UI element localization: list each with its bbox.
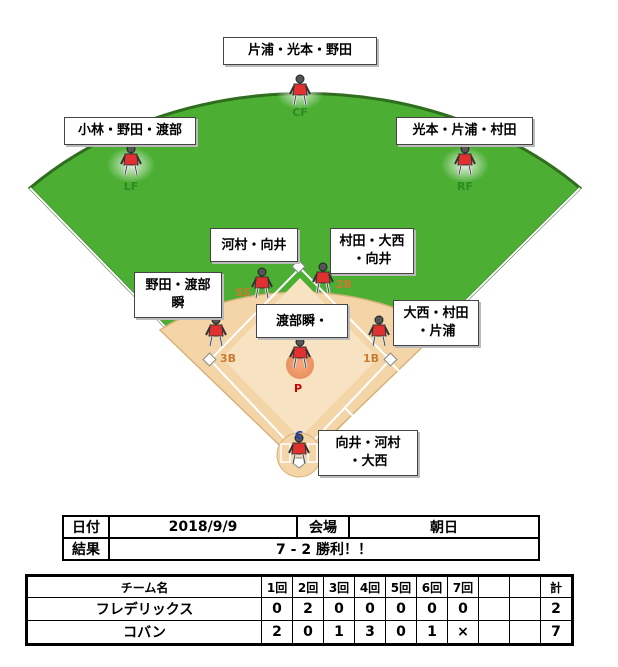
inning-score: 2	[261, 620, 294, 644]
rf-players-box: 光本・片浦・村田	[396, 117, 533, 145]
2b-players-line1: 村田・大西	[339, 234, 405, 249]
baseball-field: CF LF RF SS 2B 3B 1B P C	[27, 73, 583, 478]
ss-position-label: SS	[235, 286, 250, 299]
second-base	[291, 259, 306, 274]
inning-score	[477, 620, 510, 644]
inning-score	[508, 597, 541, 621]
p-position-label: P	[294, 382, 302, 395]
lf-players: 小林・野田・渡部	[77, 123, 182, 138]
rf-players: 光本・片浦・村田	[412, 123, 517, 138]
date-label: 日付	[62, 515, 110, 539]
team-name: フレデリックス	[26, 597, 263, 621]
inning-score: 3	[354, 620, 386, 644]
c-position-label: C	[295, 429, 303, 442]
inning-score: 0	[446, 597, 479, 621]
team-total: 7	[539, 620, 573, 644]
venue-value: 朝日	[348, 515, 540, 539]
team-name: コバン	[26, 620, 263, 644]
scoreboard-row-team-2: コバン 2 0 1 3 0 1 × 7	[26, 620, 573, 644]
1b-position-label: 1B	[363, 352, 379, 365]
3b-players-box: 野田・渡部 瞬	[134, 272, 222, 318]
header-total: 計	[539, 576, 573, 598]
3b-position-label: 3B	[220, 352, 236, 365]
ss-players: 河村・向井	[221, 238, 287, 253]
header-inning-2: 2回	[292, 576, 325, 598]
inning-score: 0	[292, 620, 325, 644]
inning-score: 0	[384, 620, 417, 644]
header-inning-3: 3回	[323, 576, 355, 598]
c-players-line1: 向井・河村	[335, 436, 401, 451]
inning-score: 2	[292, 597, 325, 621]
rf-position-label: RF	[457, 180, 473, 193]
3b-players-line1: 野田・渡部	[145, 278, 211, 293]
2b-players-box: 村田・大西 ・向井	[330, 228, 414, 274]
header-blank-2	[508, 576, 541, 598]
third-base	[202, 352, 217, 367]
p-players-box: 渡部瞬・	[256, 304, 348, 338]
header-inning-1: 1回	[261, 576, 294, 598]
cf-position-label: CF	[292, 106, 308, 119]
header-team: チーム名	[26, 576, 263, 598]
inning-score: 0	[261, 597, 294, 621]
scoreboard-header-row: チーム名 1回 2回 3回 4回 5回 6回 7回 計	[26, 576, 573, 598]
header-blank-1	[477, 576, 510, 598]
venue-label: 会場	[296, 515, 350, 539]
scoreboard-row-team-1: フレデリックス 0 2 0 0 0 0 0 2	[26, 597, 573, 621]
result-value: 7 - 2 勝利！！	[108, 537, 540, 561]
first-base	[383, 352, 398, 367]
cf-players-box: 片浦・光本・野田	[223, 37, 377, 65]
team-total: 2	[539, 597, 573, 621]
result-label: 結果	[62, 537, 110, 561]
1b-players-line1: 大西・村田	[403, 306, 469, 321]
cf-players: 片浦・光本・野田	[247, 43, 352, 58]
scoreboard-table: チーム名 1回 2回 3回 4回 5回 6回 7回 計 フレデリックス 0 2 …	[25, 574, 574, 646]
date-value: 2018/9/9	[108, 515, 298, 539]
inning-score: ×	[446, 620, 479, 644]
inning-score: 0	[354, 597, 386, 621]
game-info-row-date: 日付 2018/9/9 会場 朝日	[62, 515, 540, 539]
game-info-row-result: 結果 7 - 2 勝利！！	[62, 537, 540, 561]
inning-score	[508, 620, 541, 644]
lf-players-box: 小林・野田・渡部	[64, 117, 196, 145]
inning-score: 0	[323, 597, 355, 621]
inning-score: 1	[415, 620, 448, 644]
header-inning-7: 7回	[446, 576, 479, 598]
p-players: 渡部瞬・	[275, 314, 328, 329]
ss-players-box: 河村・向井	[210, 228, 298, 262]
header-inning-4: 4回	[354, 576, 386, 598]
lf-position-label: LF	[124, 180, 139, 193]
inning-score	[477, 597, 510, 621]
3b-players-line2: 瞬	[171, 296, 185, 311]
c-players-box: 向井・河村 ・大西	[318, 430, 418, 476]
first-base-running-lane	[344, 361, 402, 420]
2b-players-line2: ・向井	[352, 252, 392, 267]
header-inning-5: 5回	[384, 576, 417, 598]
inning-score: 1	[323, 620, 355, 644]
game-info-table: 日付 2018/9/9 会場 朝日 結果 7 - 2 勝利！！	[62, 515, 540, 561]
c-players-line2: ・大西	[348, 454, 388, 469]
inning-score: 0	[415, 597, 448, 621]
inning-score: 0	[384, 597, 417, 621]
2b-position-label: 2B	[336, 278, 352, 291]
1b-players-line2: ・片浦	[416, 324, 456, 339]
1b-players-box: 大西・村田 ・片浦	[393, 300, 479, 346]
header-inning-6: 6回	[415, 576, 448, 598]
